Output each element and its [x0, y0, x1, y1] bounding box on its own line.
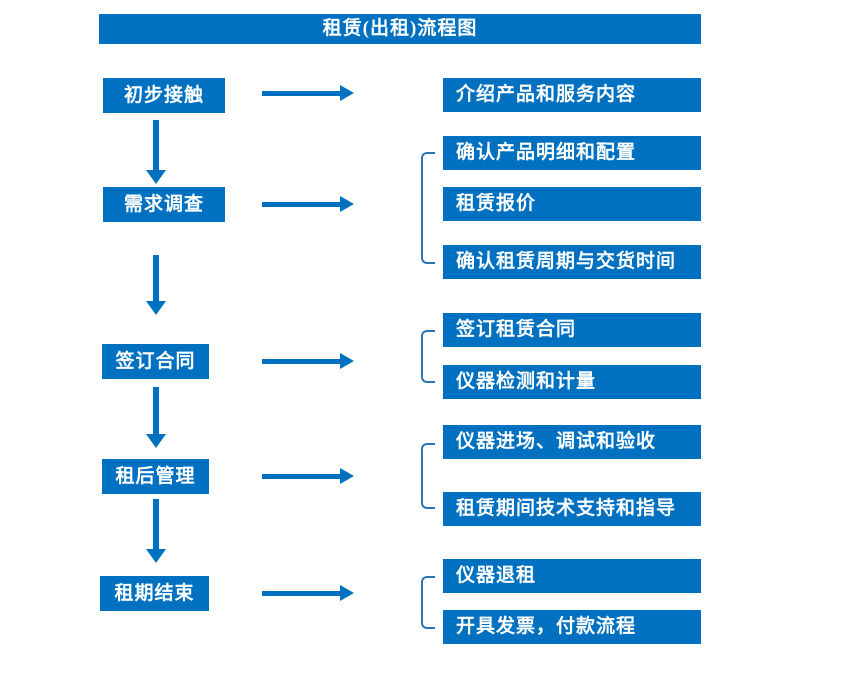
arrow-head: [340, 353, 354, 369]
stage-box-lease-end: 租期结束: [100, 576, 209, 611]
stage-box-post-rental-management: 租后管理: [102, 459, 209, 494]
arrow-shaft: [153, 120, 159, 170]
arrow-shaft: [262, 591, 340, 596]
arrow-shaft: [262, 359, 340, 364]
arrow-head: [340, 196, 354, 212]
detail-box-introduce-products: 介绍产品和服务内容: [443, 78, 701, 112]
down-arrow-icon: [146, 499, 166, 563]
down-arrow-icon: [146, 120, 166, 184]
arrow-shaft: [153, 387, 159, 434]
detail-box-sign-rental-contract: 签订租赁合同: [443, 313, 701, 347]
detail-box-instrument-setup-acceptance: 仪器进场、调试和验收: [443, 425, 701, 459]
arrow-shaft: [262, 202, 340, 207]
group-bracket-post-rental: [421, 443, 435, 509]
stage-box-needs-survey: 需求调查: [103, 187, 225, 222]
down-arrow-icon: [146, 255, 166, 315]
arrow-head: [146, 549, 166, 563]
stage-box-sign-contract: 签订合同: [102, 344, 209, 379]
right-arrow-icon: [262, 85, 354, 101]
detail-box-invoice-payment: 开具发票，付款流程: [443, 610, 701, 644]
right-arrow-icon: [262, 196, 354, 212]
down-arrow-icon: [146, 387, 166, 448]
group-bracket-lease-end: [421, 576, 435, 629]
right-arrow-icon: [262, 353, 354, 369]
group-bracket-needs-survey: [421, 152, 435, 264]
arrow-head: [146, 434, 166, 448]
arrow-head: [146, 301, 166, 315]
arrow-shaft: [262, 474, 340, 479]
detail-box-instrument-testing: 仪器检测和计量: [443, 365, 701, 399]
detail-box-confirm-period-delivery: 确认租赁周期与交货时间: [443, 245, 701, 279]
arrow-shaft: [153, 499, 159, 549]
arrow-head: [340, 468, 354, 484]
detail-box-tech-support: 租赁期间技术支持和指导: [443, 492, 701, 526]
arrow-shaft: [153, 255, 159, 301]
arrow-head: [340, 85, 354, 101]
detail-box-instrument-return: 仪器退租: [443, 559, 701, 593]
diagram-title: 租赁(出租)流程图: [99, 14, 701, 44]
right-arrow-icon: [262, 585, 354, 601]
arrow-head: [146, 170, 166, 184]
right-arrow-icon: [262, 468, 354, 484]
group-bracket-sign-contract: [421, 330, 435, 383]
stage-box-initial-contact: 初步接触: [103, 78, 225, 113]
detail-box-confirm-product-config: 确认产品明细和配置: [443, 136, 701, 170]
detail-box-rental-quote: 租赁报价: [443, 187, 701, 221]
arrow-shaft: [262, 91, 340, 96]
arrow-head: [340, 585, 354, 601]
